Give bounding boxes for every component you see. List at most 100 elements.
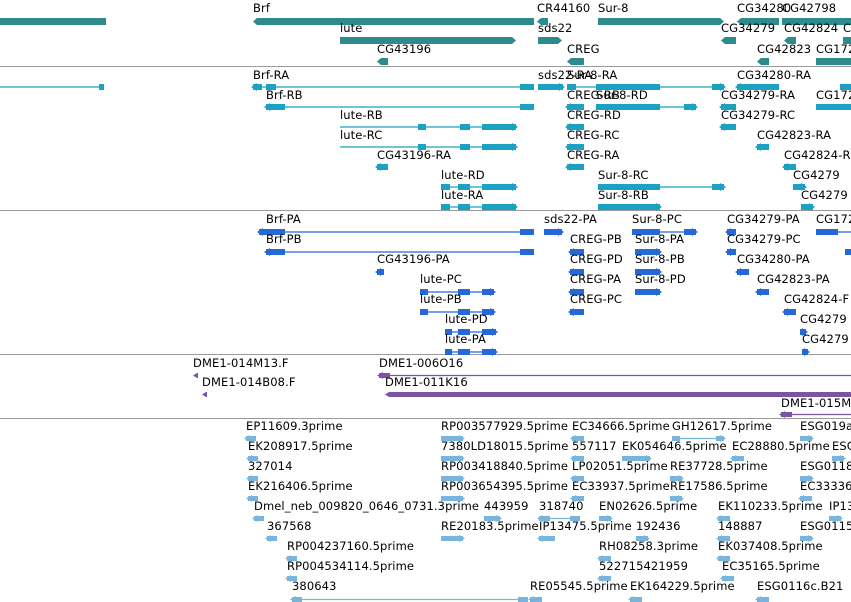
feature-label: CG42824-R xyxy=(784,148,851,162)
feature-label: lute xyxy=(340,21,363,35)
divider-4 xyxy=(0,418,851,419)
feature-label: CG4279 xyxy=(800,312,847,326)
feature-label: RE20183.5prime xyxy=(441,519,539,533)
feature-label: 522715421959 xyxy=(599,559,688,573)
feature-label: RH08258.3prime xyxy=(599,539,699,553)
feature-label: sds22-PA xyxy=(544,212,597,226)
feature-label: DME1-015M xyxy=(781,396,851,410)
feature-label: RP003654395.5prime xyxy=(441,479,569,493)
feature-label: lute-RA xyxy=(441,188,484,202)
feature-label: EC34666.5prime xyxy=(572,419,670,433)
feature-label: 327014 xyxy=(248,459,293,473)
feature-label: Sur-8 xyxy=(598,1,629,15)
feature-label: sds22-RA xyxy=(538,68,593,82)
feature-label: CG34279-RC xyxy=(721,108,796,122)
feature-label: CG42824-F xyxy=(784,292,850,306)
feature-label: CG43196-PA xyxy=(377,252,450,266)
feature-label: sds22 xyxy=(538,21,573,35)
feature-label: RP004237160.5prime xyxy=(287,539,415,553)
feature-label: RE05545.5prime xyxy=(530,579,628,593)
divider-2 xyxy=(0,210,851,211)
feature-label: CG34279 xyxy=(721,21,776,35)
feature-label: CREG-PC xyxy=(570,292,623,306)
feature-label: Sur-8-PA xyxy=(635,232,685,246)
feature-label: CG172 xyxy=(816,212,851,226)
feature-label: 443959 xyxy=(484,499,529,513)
feature-label: C xyxy=(843,21,851,35)
feature-label: CREG-PB xyxy=(570,232,622,246)
feature-label: CG42824 xyxy=(784,21,839,35)
feature-label: lute-PA xyxy=(445,332,486,346)
feature-label: RE37728.5prime xyxy=(670,459,768,473)
feature-label: RP003418840.5prime xyxy=(441,459,569,473)
feature-label: CG42823-RA xyxy=(757,128,832,142)
feature-label: Brf-RB xyxy=(266,88,303,102)
feature-label: CG42823-PA xyxy=(757,272,830,286)
feature-label: ESG xyxy=(832,439,851,453)
feature-label: LP02051.5prime xyxy=(572,459,668,473)
feature-label: Sur-8-RD xyxy=(596,88,648,102)
feature-label: 7380LD18015.5prime xyxy=(441,439,569,453)
feature-label: EK054646.5prime xyxy=(622,439,727,453)
feature-label: RP004534114.5prime xyxy=(287,559,415,573)
feature-label: 380643 xyxy=(292,579,337,593)
feature-label: 148887 xyxy=(718,519,763,533)
feature-label: ESG019a xyxy=(800,419,851,433)
feature-label: DME1-014M13.F xyxy=(193,356,289,370)
feature-label: Sur-8-PB xyxy=(635,252,685,266)
feature-label: EK164229.5prime xyxy=(630,579,735,593)
feature-label: Brf-RA xyxy=(253,68,290,82)
feature-label: DME1-011K16 xyxy=(385,375,468,389)
feature-label: IP13475.5prime xyxy=(539,519,632,533)
feature-label: DME1-014B08.F xyxy=(202,375,296,389)
feature-label: Sur-8-RC xyxy=(598,168,649,182)
feature-label: CR44160 xyxy=(537,1,591,15)
feature-label: CREG-PD xyxy=(570,252,623,266)
feature-label: Sur-8-RA xyxy=(567,68,618,82)
divider-1 xyxy=(0,66,851,67)
feature-label: Sur-8-PD xyxy=(635,272,686,286)
feature-label: EK037408.5prime xyxy=(718,539,823,553)
feature-label: lute-PD xyxy=(445,312,488,326)
feature-label: IP13 xyxy=(829,499,851,513)
feature-label: lute-RC xyxy=(340,128,383,142)
feature-label: CREG xyxy=(567,42,600,56)
feature-label: CG34279-PC xyxy=(727,232,801,246)
feature-label: CG42798 xyxy=(782,1,837,15)
feature-label: CG4279 xyxy=(793,168,840,182)
feature-label: Sur-8-PC xyxy=(632,212,682,226)
feature-label: EK216406.5prime xyxy=(248,479,353,493)
feature-label: DME1-006O16 xyxy=(379,356,464,370)
feature-label: CG4279 xyxy=(801,188,848,202)
feature-label: EK110233.5prime xyxy=(718,499,823,513)
feature-label: CG43196-RA xyxy=(377,148,452,162)
feature-label: 318740 xyxy=(539,499,584,513)
feature-label: EC33336 xyxy=(800,479,851,493)
feature-label: CREG-RB xyxy=(567,88,620,102)
feature-label: CG34279-PA xyxy=(727,212,800,226)
feature-label: EK208917.5prime xyxy=(248,439,353,453)
divider-3 xyxy=(0,354,851,355)
feature-label: RE17586.5prime xyxy=(670,479,768,493)
feature-label: CREG-RC xyxy=(567,128,620,142)
feature-label: EC28880.5prime xyxy=(732,439,830,453)
feature-label: CG34279-RA xyxy=(721,88,796,102)
feature-label: EC35165.5prime xyxy=(722,559,820,573)
feature-label: lute-PB xyxy=(420,292,462,306)
feature-label: ESG0115 xyxy=(800,519,851,533)
feature-label: CG172 xyxy=(816,88,851,102)
feature-label: RP003577929.5prime xyxy=(441,419,569,433)
feature-label: CG42823 xyxy=(757,42,812,56)
feature-label: lute-RB xyxy=(340,108,383,122)
feature-label: Brf-PB xyxy=(266,232,302,246)
feature-label: EN02626.5prime xyxy=(599,499,698,513)
feature-label: CG172 xyxy=(816,42,851,56)
feature-label: CG43196 xyxy=(377,42,432,56)
feature-label: CREG-RD xyxy=(567,108,621,122)
feature-label: Brf-PA xyxy=(266,212,301,226)
feature-label: Sur-8-RB xyxy=(598,188,649,202)
feature-label: EC33937.5prime xyxy=(572,479,670,493)
feature-label: CREG-RA xyxy=(567,148,620,162)
feature-label: lute-PC xyxy=(420,272,462,286)
